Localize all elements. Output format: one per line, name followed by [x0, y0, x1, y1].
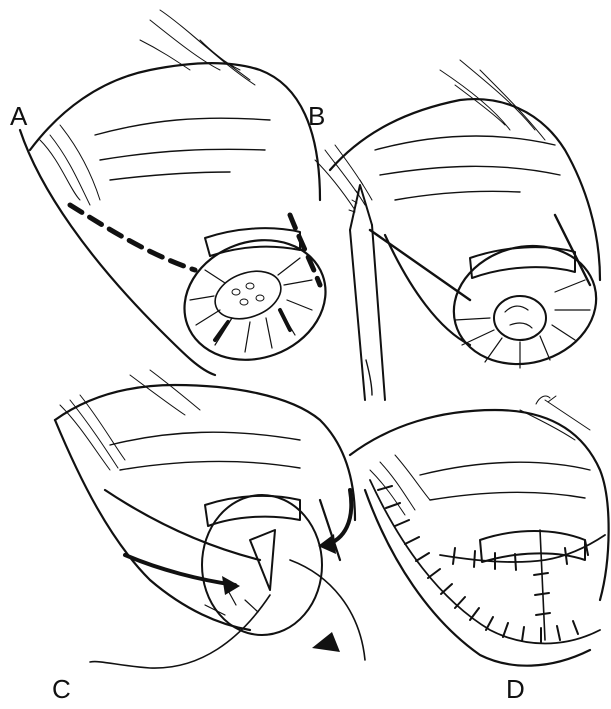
- panel-b-fingertip-stump: [440, 230, 609, 379]
- panel-b-bone-tip: [494, 296, 546, 340]
- panel-b-incision-line: [370, 230, 470, 300]
- panel-c-finger-dorsal-outline: [55, 385, 355, 520]
- panel-a-finger-volar-outline: [20, 130, 215, 375]
- panel-c-arrow-right-shaft: [325, 490, 351, 545]
- panel-b-drawing: [315, 60, 610, 400]
- panel-b-skin-creases: [375, 136, 560, 200]
- panel-c-arrow-bottom-head: [312, 632, 340, 652]
- panel-a-finger-dorsal-outline: [30, 63, 320, 200]
- panel-d-finger-volar-outline: [365, 490, 590, 666]
- panel-c-v-wedge: [250, 530, 275, 590]
- panel-c-skin-creases: [110, 432, 300, 470]
- panel-b-bone-detail: [505, 306, 532, 328]
- panel-a-skin-creases: [95, 118, 270, 180]
- panel-a-fingertip-stump: [168, 221, 343, 379]
- panel-a-dashed-incision-left: [70, 205, 195, 270]
- panel-label-d: D: [506, 676, 525, 702]
- panel-c-drawing: [55, 370, 365, 668]
- panel-b-scalpel-handle: [350, 225, 385, 400]
- panel-d-skin-creases: [420, 462, 590, 500]
- panel-a-drawing: [20, 10, 342, 379]
- panel-d-hatching: [370, 400, 590, 515]
- panel-a-bone-center: [209, 263, 288, 328]
- panel-c-finger-volar-outline: [55, 420, 250, 630]
- panel-b-nail-plate: [470, 247, 575, 278]
- panel-d-suture-stitches-lower: [378, 486, 578, 642]
- panel-label-c: C: [52, 676, 71, 702]
- panel-d-signature-mark: [536, 396, 556, 404]
- panel-b-radial-flaps: [455, 280, 590, 368]
- panel-b-finger-dorsal-outline: [330, 99, 600, 280]
- panel-d-closure-line-vertical: [540, 530, 545, 640]
- panel-a-hatching-top: [140, 10, 255, 85]
- panel-b-scalpel-groove: [366, 360, 372, 395]
- panel-d-drawing: [350, 396, 609, 666]
- panel-a-marrow-dots: [232, 283, 264, 305]
- panel-label-b: B: [308, 103, 325, 129]
- panel-a-dark-wedges: [215, 310, 290, 340]
- panel-d-finger-dorsal-outline: [350, 410, 609, 600]
- panel-label-a: A: [10, 103, 27, 129]
